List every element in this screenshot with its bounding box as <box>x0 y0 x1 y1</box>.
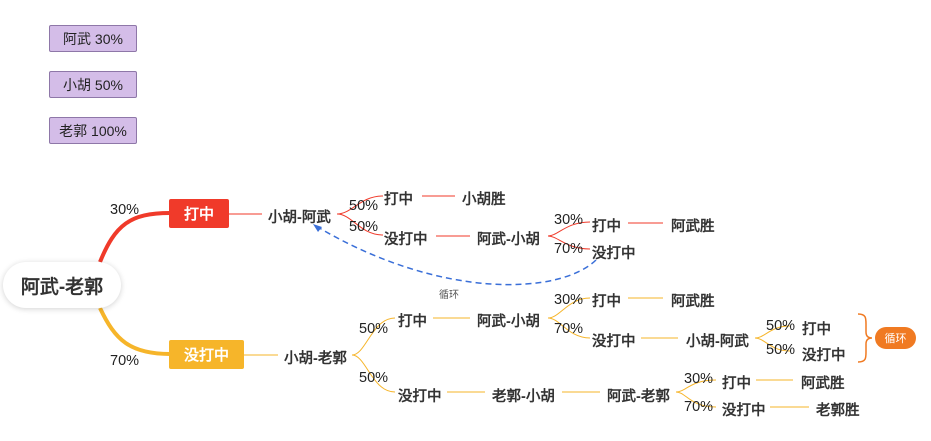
legend-laoguo: 老郭 100% <box>49 117 137 144</box>
node-miss[interactable]: 没打中 <box>169 340 244 369</box>
prob-final-hit: 30% <box>684 371 714 387</box>
edge-xhlg-split <box>351 317 396 393</box>
prob-lower-miss: 50% <box>359 370 389 386</box>
edge-awxh-split <box>547 221 591 250</box>
node-hit-2[interactable]: 打中 <box>592 219 621 235</box>
edge-awlg-split <box>675 379 717 408</box>
prob-miss-2: 70% <box>554 241 584 257</box>
prob-lower-miss-2: 70% <box>554 321 584 337</box>
node-miss-2[interactable]: 没打中 <box>592 246 636 262</box>
edge-root-hit <box>98 211 171 263</box>
node-awu-xiaohu[interactable]: 阿武-小胡 <box>477 232 540 248</box>
prob-lower-hit-2: 30% <box>554 292 584 308</box>
node-awu-wins-2[interactable]: 阿武胜 <box>671 294 715 310</box>
edge-awxh2-split <box>547 297 591 339</box>
node-xiaohu-laoguo[interactable]: 小胡-老郭 <box>284 351 347 367</box>
prob-hit-1: 50% <box>349 198 379 214</box>
prob-hit-2: 30% <box>554 212 584 228</box>
node-lower-miss[interactable]: 没打中 <box>398 389 442 405</box>
node-laoguo-xiaohu[interactable]: 老郭-小胡 <box>492 389 555 405</box>
node-hit-1[interactable]: 打中 <box>384 192 413 208</box>
node-xiaohu-wins[interactable]: 小胡胜 <box>462 192 506 208</box>
node-deep-hit[interactable]: 打中 <box>802 322 831 338</box>
node-hit[interactable]: 打中 <box>169 199 229 228</box>
node-deep-miss[interactable]: 没打中 <box>802 348 846 364</box>
node-awu-wins[interactable]: 阿武胜 <box>671 219 715 235</box>
node-xiaohu-awu-2[interactable]: 小胡-阿武 <box>686 334 749 350</box>
loop-dashed-arrow <box>315 225 597 286</box>
prob-lower-hit: 50% <box>359 321 389 337</box>
loop-brace <box>857 313 873 363</box>
node-miss-1[interactable]: 没打中 <box>384 232 428 248</box>
edge-xhaw2-split <box>754 325 791 352</box>
node-final-miss[interactable]: 没打中 <box>722 403 766 419</box>
loop-badge[interactable]: 循环 <box>875 327 916 349</box>
loop-arrowhead <box>313 224 322 232</box>
prob-miss: 70% <box>110 353 140 369</box>
node-xiaohu-awu[interactable]: 小胡-阿武 <box>268 210 331 226</box>
edge-xhaw-split <box>336 195 384 236</box>
prob-final-miss: 70% <box>684 399 714 415</box>
prob-deep-hit: 50% <box>766 318 796 334</box>
prob-deep-miss: 50% <box>766 342 796 358</box>
node-awu-laoguo[interactable]: 阿武-老郭 <box>607 389 670 405</box>
edge-root-miss <box>98 307 171 356</box>
node-lower-miss-2[interactable]: 没打中 <box>592 334 636 350</box>
node-laoguo-wins[interactable]: 老郭胜 <box>816 403 860 419</box>
node-awu-wins-3[interactable]: 阿武胜 <box>801 376 845 392</box>
prob-miss-1: 50% <box>349 219 379 235</box>
prob-hit: 30% <box>110 202 140 218</box>
node-awu-xiaohu-2[interactable]: 阿武-小胡 <box>477 314 540 330</box>
node-final-hit[interactable]: 打中 <box>722 376 751 392</box>
node-lower-hit[interactable]: 打中 <box>398 314 427 330</box>
legend-xiaohu: 小胡 50% <box>49 71 137 98</box>
loop-label: 循环 <box>438 286 460 301</box>
legend-awu: 阿武 30% <box>49 25 137 52</box>
root-node[interactable]: 阿武-老郭 <box>3 262 121 308</box>
node-lower-hit-2[interactable]: 打中 <box>592 294 621 310</box>
